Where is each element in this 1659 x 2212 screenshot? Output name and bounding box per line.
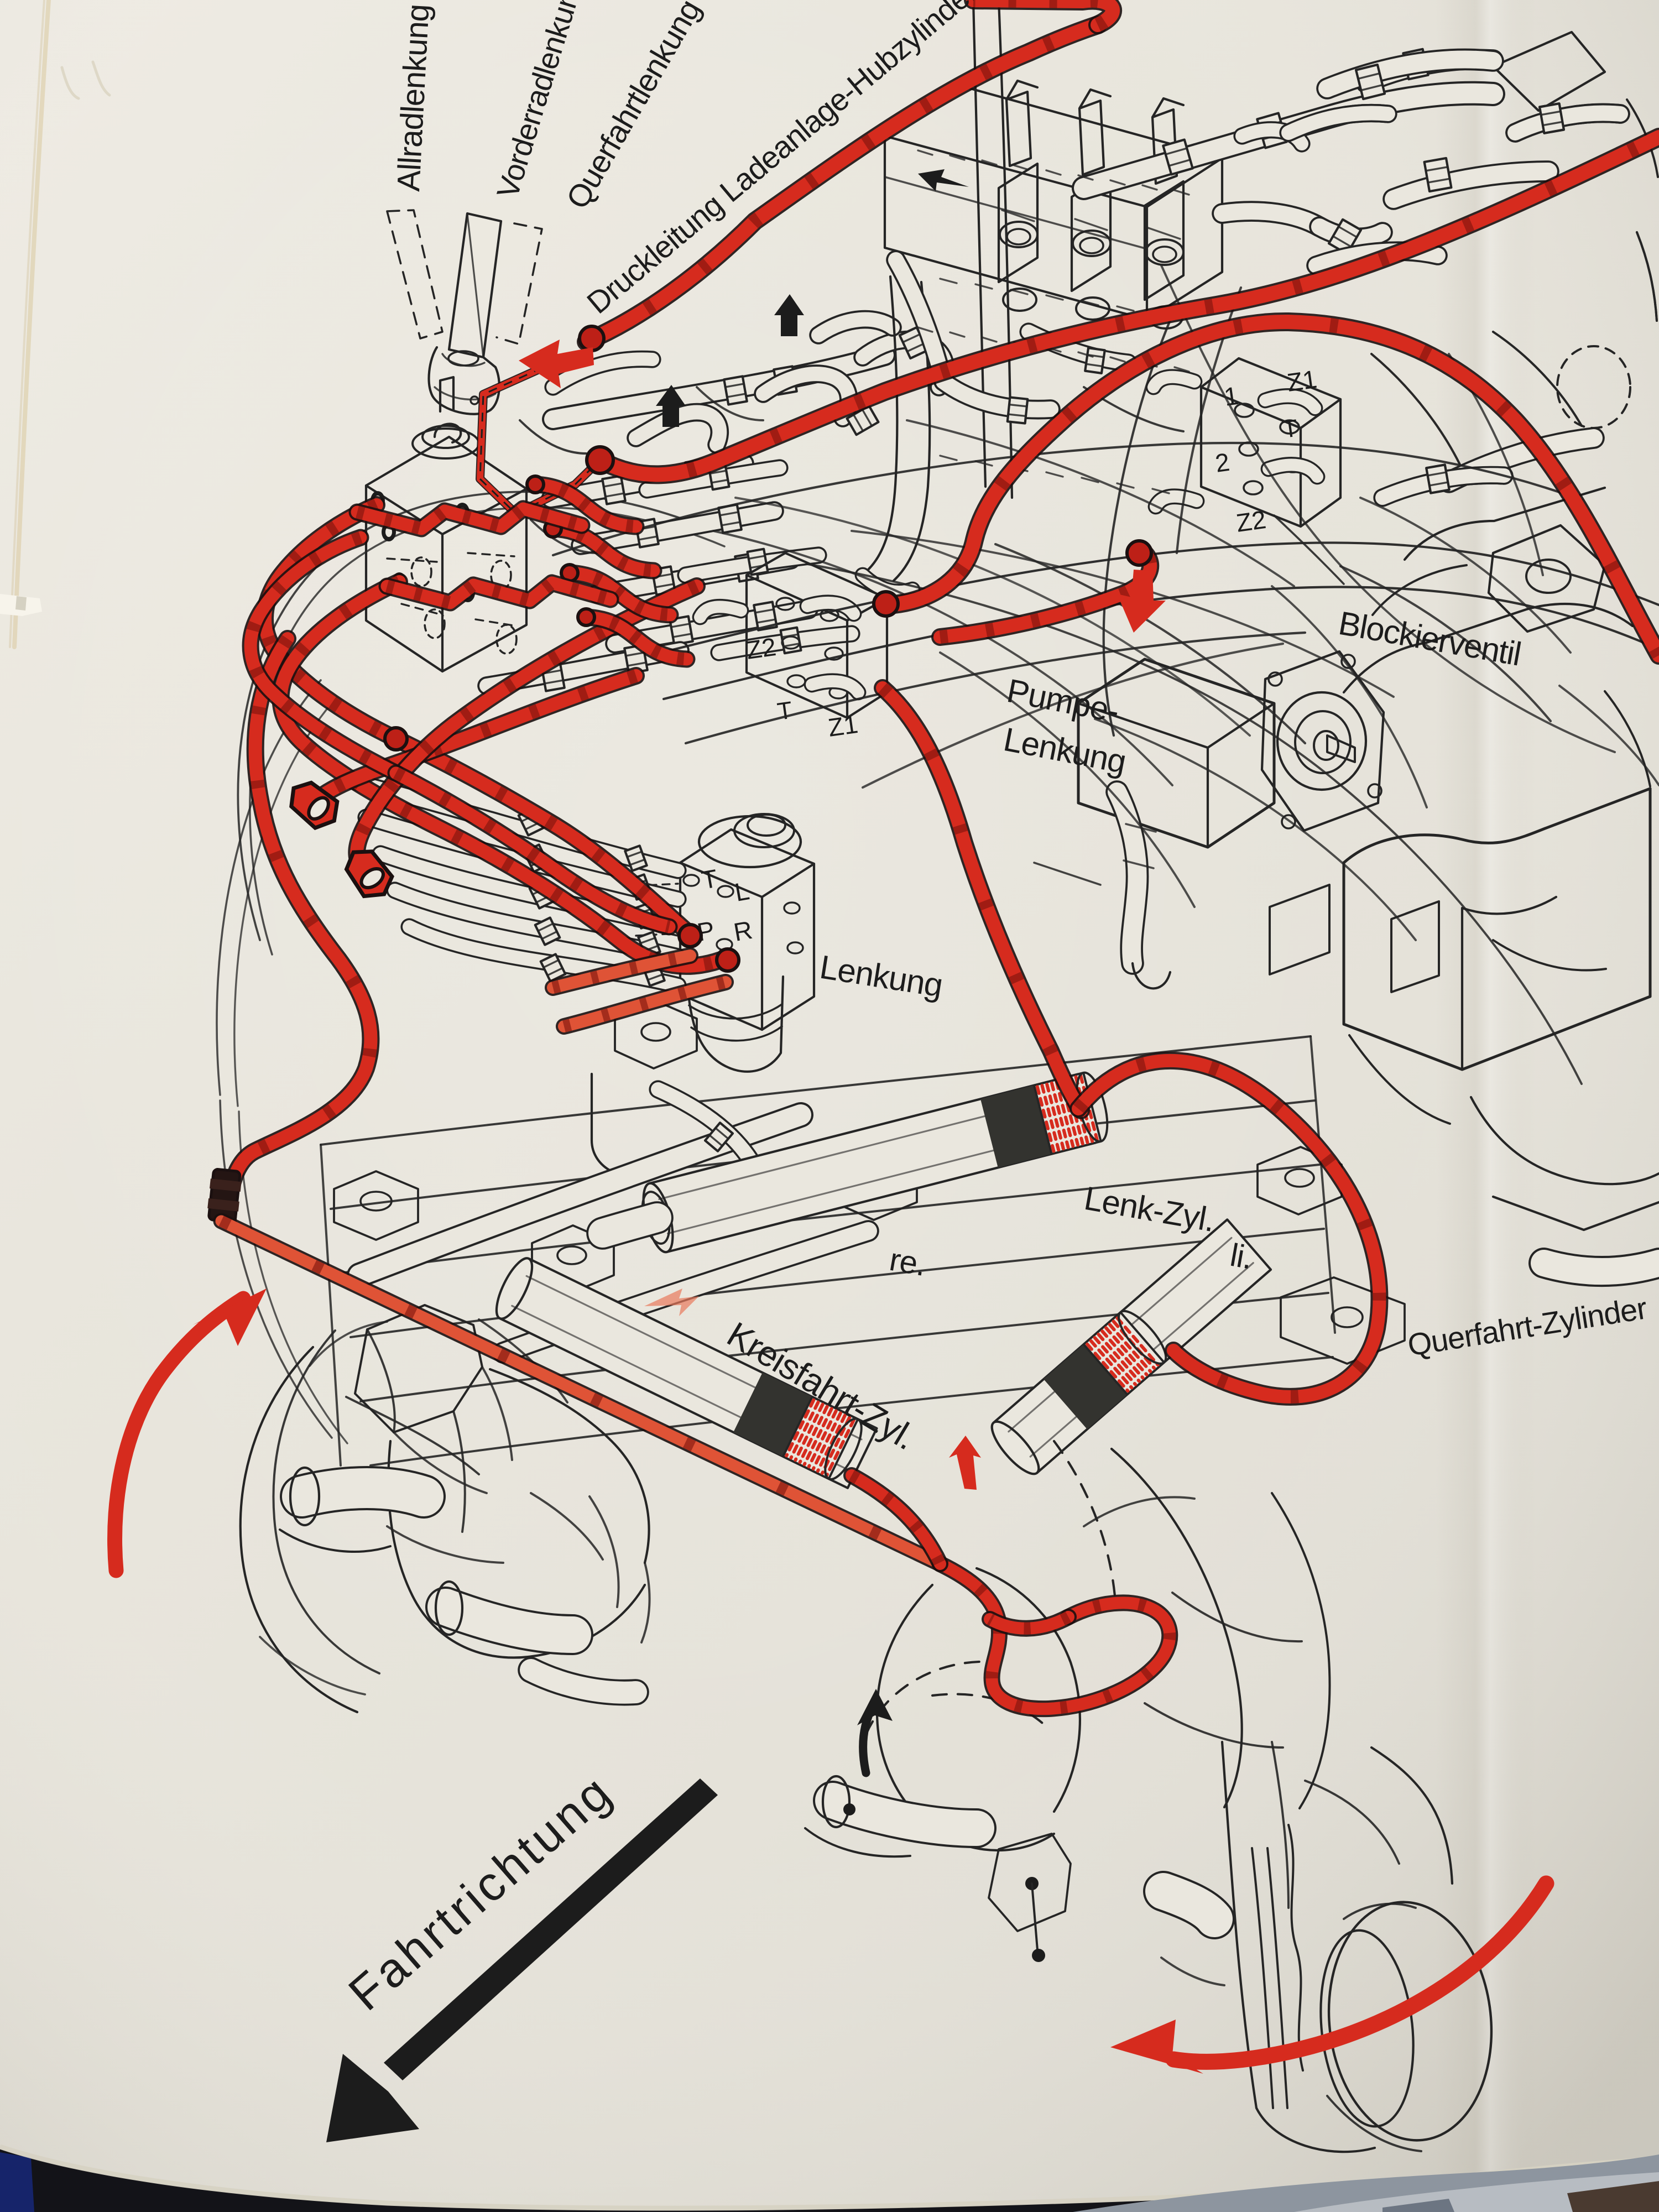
- svg-text:Z2: Z2: [1234, 505, 1267, 538]
- svg-text:Z1: Z1: [1285, 364, 1318, 397]
- svg-text:Z1: Z1: [826, 709, 859, 742]
- svg-text:Z2: Z2: [744, 632, 778, 665]
- svg-text:re.: re.: [887, 1241, 928, 1283]
